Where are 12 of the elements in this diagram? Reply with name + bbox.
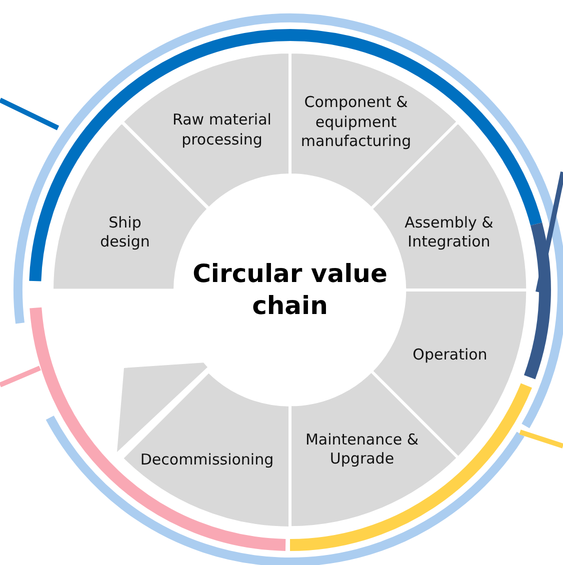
segment-label: Decommissioning <box>139 450 275 470</box>
segment-label: Ship design <box>99 213 151 252</box>
segment-label: Assembly & Integration <box>404 213 494 252</box>
ring-segment <box>122 52 290 209</box>
segment-label: Maintenance & Upgrade <box>304 430 420 470</box>
ring-segment <box>290 371 458 528</box>
ring-segment <box>290 52 458 209</box>
segment-label: Component & equipment manufacturing <box>300 92 412 152</box>
segment-label: Raw material processing <box>172 110 272 150</box>
ring-segment <box>117 362 290 528</box>
center-title: Circular value chain <box>192 258 388 322</box>
segment-label: Operation <box>412 345 488 365</box>
